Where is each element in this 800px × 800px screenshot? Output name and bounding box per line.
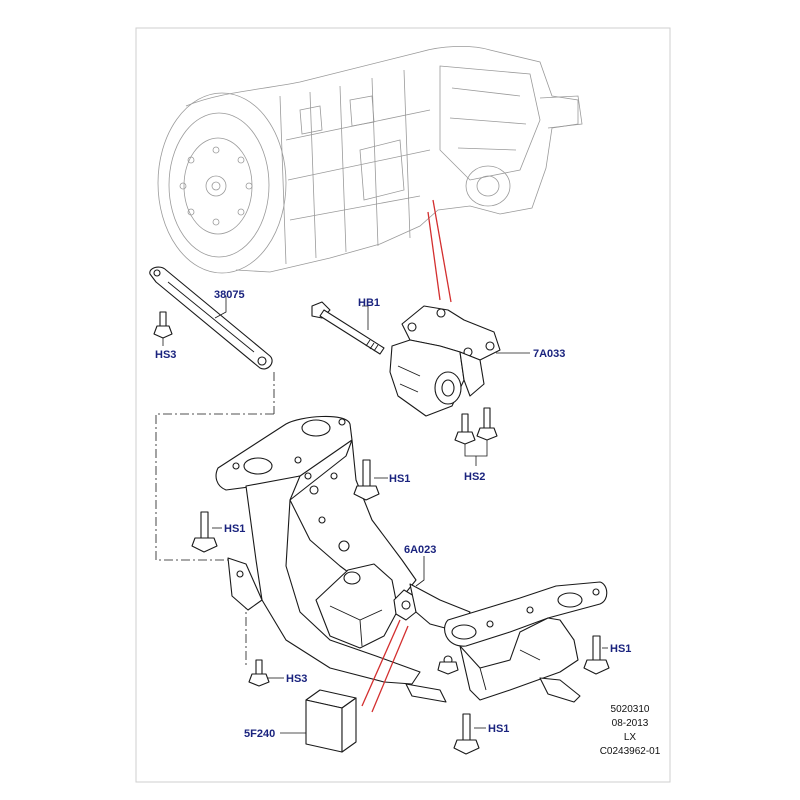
callout-hs3-top: HS3 bbox=[155, 349, 176, 361]
crossmember-6a023 bbox=[215, 415, 608, 703]
transmission-illustration bbox=[157, 45, 583, 274]
info-line-2: 08-2013 bbox=[612, 718, 649, 729]
callout-hs3-bottom: HS3 bbox=[286, 673, 307, 685]
callout-hs1-left: HS1 bbox=[224, 523, 245, 535]
bolt-hs1-right bbox=[583, 635, 610, 675]
callout-7a033: 7A033 bbox=[533, 348, 565, 360]
leader-38075 bbox=[214, 296, 227, 319]
bolt-hs3-bottom bbox=[248, 659, 270, 687]
block-5f240 bbox=[305, 689, 357, 753]
callout-hs1-bottom: HS1 bbox=[488, 723, 509, 735]
red-leader-c bbox=[361, 619, 401, 707]
red-leader-a bbox=[432, 199, 452, 303]
leader-hb1 bbox=[362, 305, 369, 330]
callout-hs1-upper: HS1 bbox=[389, 473, 410, 485]
bolt-hs1-upper bbox=[353, 459, 380, 501]
strut-38075 bbox=[149, 266, 273, 370]
red-leader-b bbox=[427, 211, 441, 301]
bolt-hs1-left bbox=[191, 511, 218, 553]
callout-hs2: HS2 bbox=[464, 471, 485, 483]
leader-hs2 bbox=[464, 440, 488, 466]
bolt-hb1 bbox=[311, 301, 385, 355]
bolt-hs1-bottom bbox=[453, 713, 480, 755]
callout-6a023: 6A023 bbox=[404, 544, 436, 556]
bolt-hs3-strut bbox=[153, 311, 173, 339]
callout-38075: 38075 bbox=[214, 289, 245, 301]
mount-7a033 bbox=[389, 305, 501, 417]
callout-5f240: 5F240 bbox=[244, 728, 275, 740]
red-leader-d bbox=[371, 625, 409, 713]
info-line-1: 5020310 bbox=[611, 704, 650, 715]
leader-6a023 bbox=[415, 556, 425, 587]
info-line-4: C0243962-01 bbox=[600, 746, 661, 757]
bolts-hs2 bbox=[454, 407, 498, 445]
callout-hs1-right: HS1 bbox=[610, 643, 631, 655]
callout-hb1: HB1 bbox=[358, 297, 380, 309]
dashdot-line-left bbox=[155, 372, 275, 561]
info-line-3: LX bbox=[624, 732, 637, 743]
